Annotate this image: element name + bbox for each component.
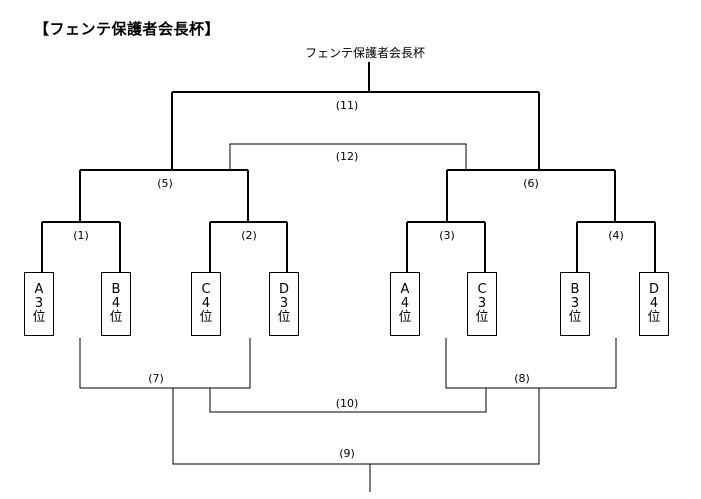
team-box-5: A 4 位	[390, 272, 420, 336]
match-label-12: (12)	[336, 150, 359, 163]
team-rank: 3	[570, 296, 580, 311]
team-suffix: 位	[199, 310, 213, 325]
match-label-8: (8)	[514, 372, 530, 385]
match-label-11: (11)	[336, 99, 359, 112]
team-suffix: 位	[32, 310, 46, 325]
team-group: B	[570, 282, 580, 297]
team-suffix: 位	[647, 310, 661, 325]
team-rank: 3	[279, 296, 289, 311]
match-label-4: (4)	[608, 229, 624, 242]
team-suffix: 位	[398, 310, 412, 325]
match-label-3: (3)	[439, 229, 455, 242]
match-label-9: (9)	[339, 447, 355, 460]
match-label-1: (1)	[73, 229, 89, 242]
team-suffix: 位	[568, 310, 582, 325]
final-title: フェンテ保護者会長杯	[304, 46, 425, 60]
team-box-7: B 3 位	[560, 272, 590, 336]
team-rank: 4	[111, 296, 121, 311]
match-label-6: (6)	[523, 177, 539, 190]
team-box-2: B 4 位	[101, 272, 131, 336]
team-suffix: 位	[277, 310, 291, 325]
team-rank: 3	[477, 296, 487, 311]
team-box-3: C 4 位	[191, 272, 221, 336]
team-rank: 4	[400, 296, 410, 311]
team-group: A	[400, 282, 410, 297]
match-label-10: (10)	[336, 397, 359, 410]
team-box-1: A 3 位	[24, 272, 54, 336]
team-group: C	[477, 282, 487, 297]
team-suffix: 位	[475, 310, 489, 325]
team-group: D	[648, 282, 659, 297]
third-place-line	[229, 143, 467, 170]
lower-bracket-lines	[79, 338, 617, 492]
team-box-8: D 4 位	[639, 272, 669, 336]
team-rank: 4	[649, 296, 659, 311]
page-heading: 【フェンテ保護者会長杯】	[34, 20, 221, 38]
team-suffix: 位	[109, 310, 123, 325]
match-label-5: (5)	[157, 177, 173, 190]
team-group: B	[111, 282, 121, 297]
team-box-6: C 3 位	[467, 272, 497, 336]
match-label-7: (7)	[148, 372, 164, 385]
match-label-2: (2)	[241, 229, 257, 242]
team-box-4: D 3 位	[269, 272, 299, 336]
team-group: A	[34, 282, 44, 297]
team-group: D	[278, 282, 289, 297]
team-group: C	[201, 282, 211, 297]
team-rank: 3	[34, 296, 44, 311]
team-rank: 4	[201, 296, 211, 311]
upper-bracket-lines	[41, 62, 656, 272]
